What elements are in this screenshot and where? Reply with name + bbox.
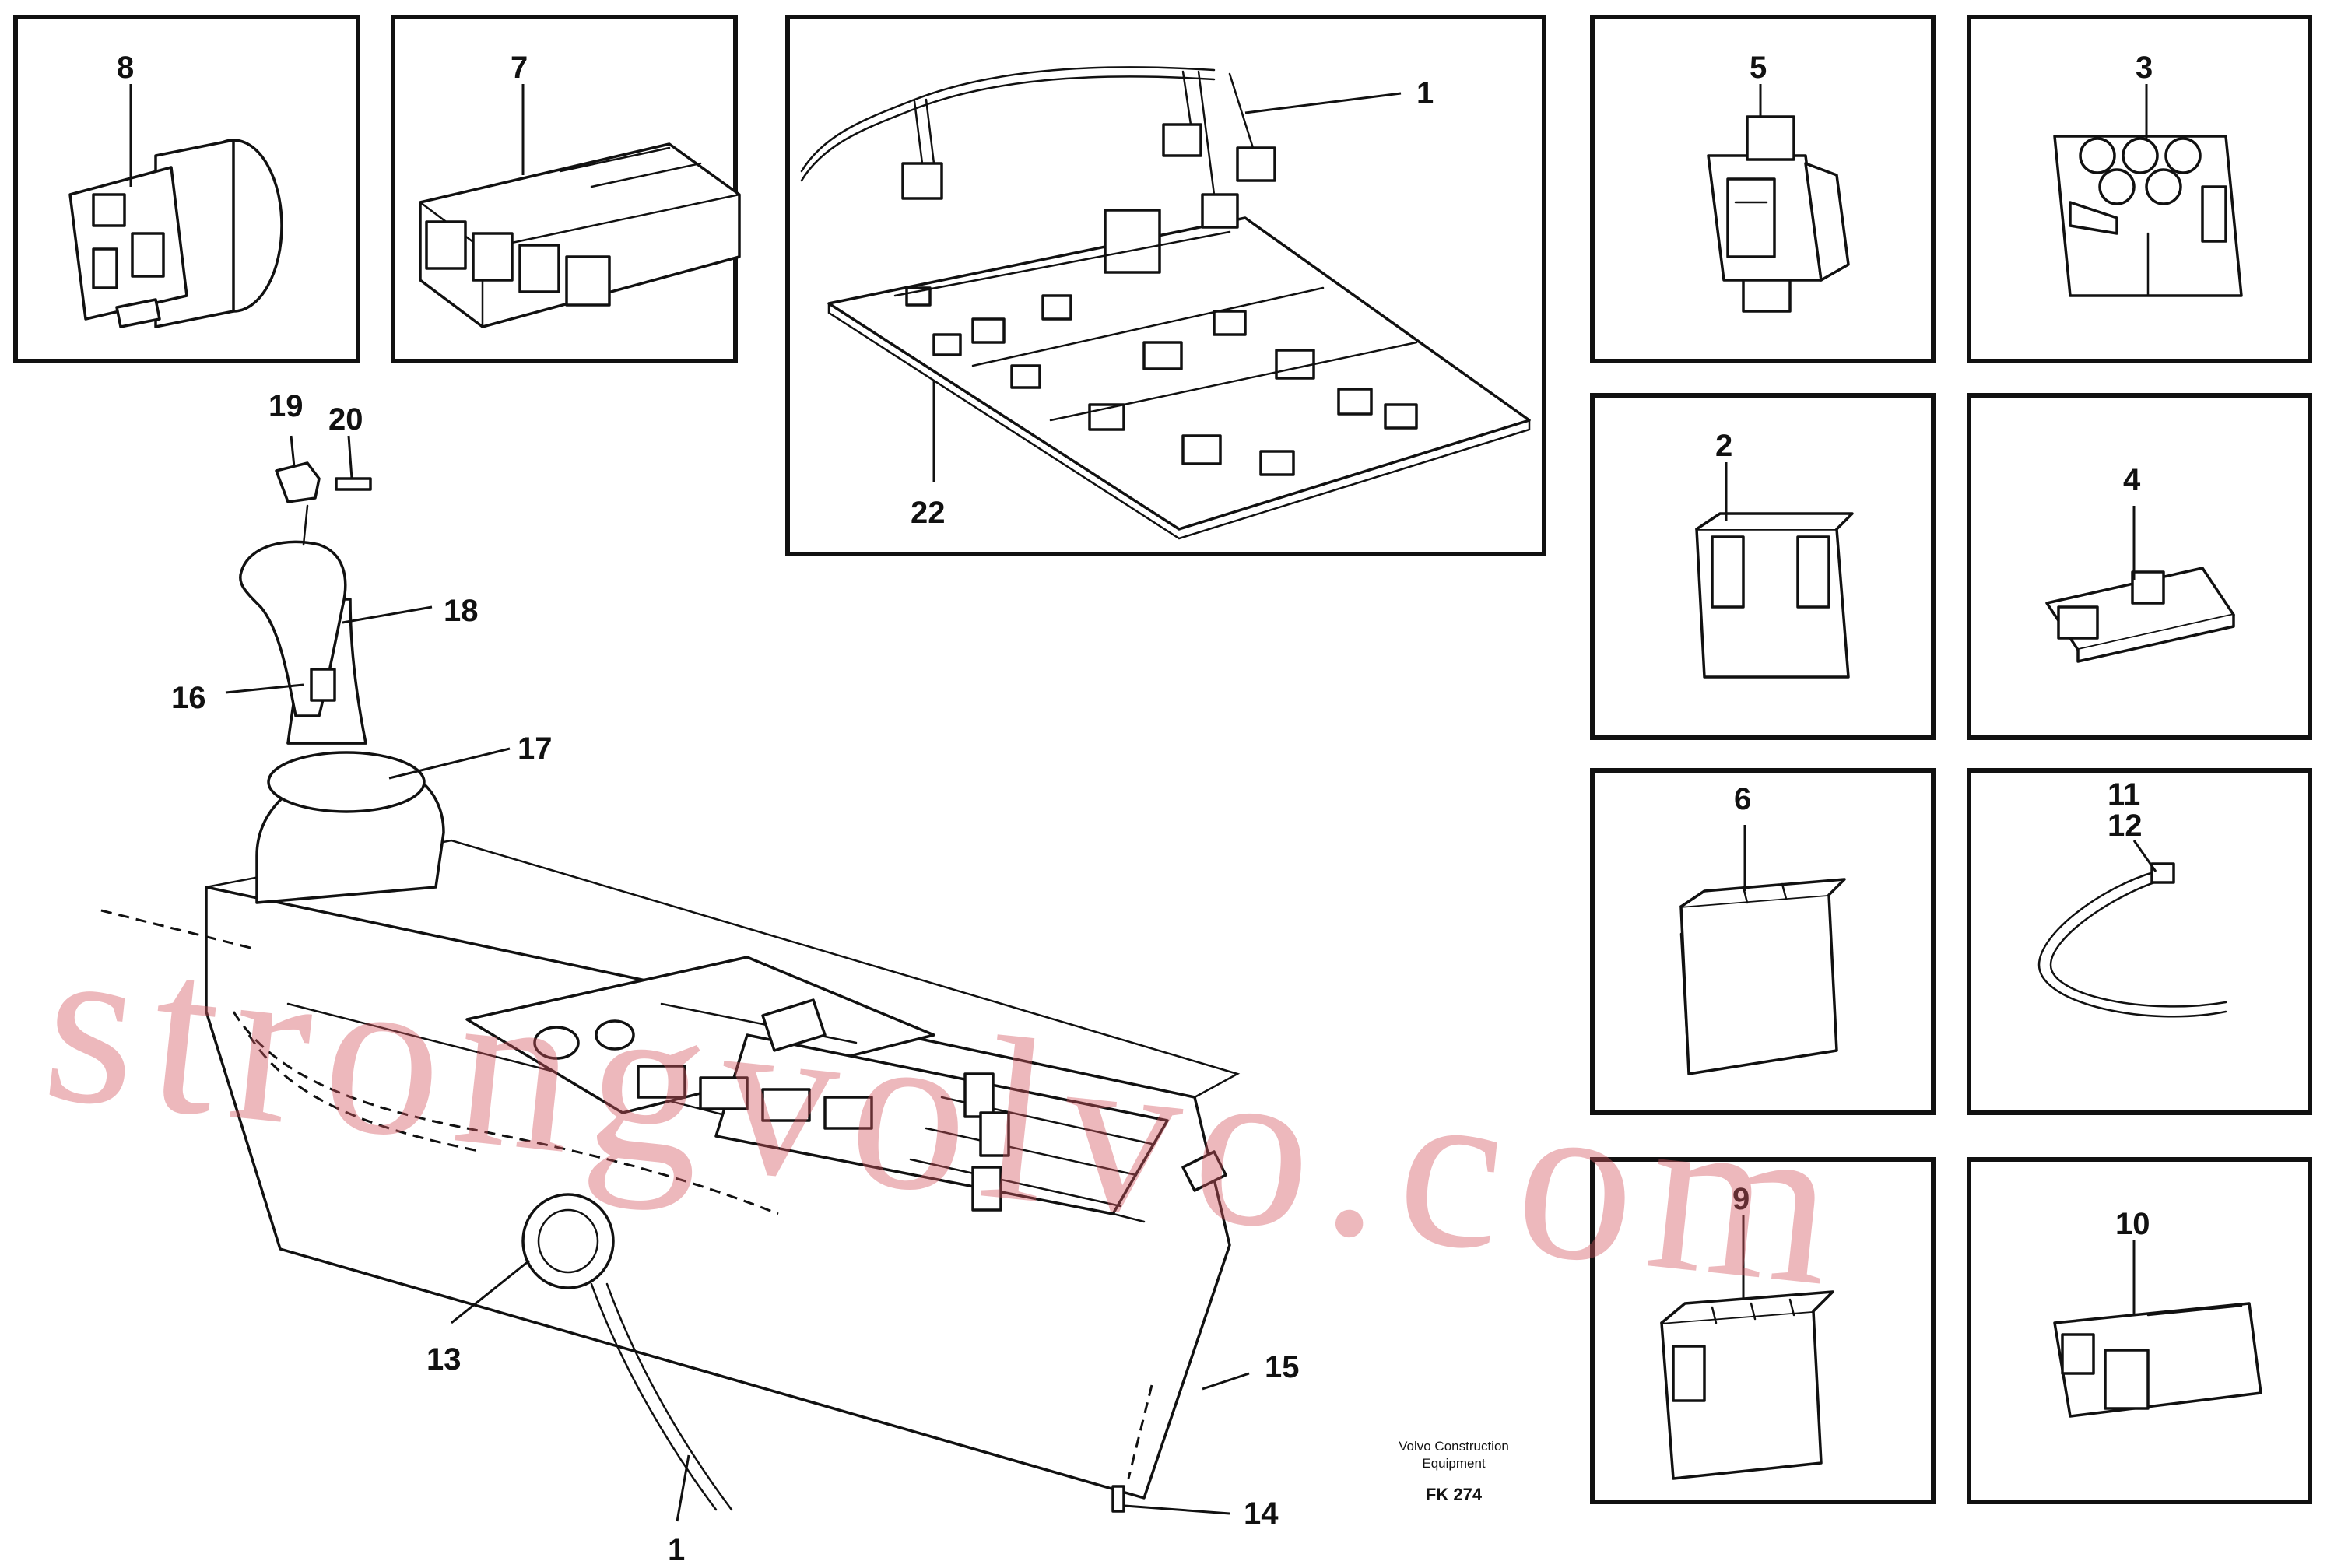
callout-9: 9	[1732, 1182, 1750, 1216]
latch-connector-illustration	[1707, 115, 1850, 313]
four-way-block-illustration	[419, 142, 741, 328]
housing-illustration-10	[2053, 1302, 2262, 1418]
figure-code: FK 274	[1426, 1485, 1483, 1504]
joystick-lever-illustration	[239, 461, 445, 904]
callout-2: 2	[1715, 429, 1732, 463]
cable-tie-illustration	[2037, 862, 2227, 1018]
inset-part-9: 9	[1590, 1157, 1936, 1504]
inset-part-5: 5	[1590, 15, 1936, 363]
relay-block-illustration	[1679, 878, 1846, 1075]
callout-8: 8	[117, 51, 134, 85]
callout-20: 20	[328, 402, 363, 437]
callout-5: 5	[1750, 51, 1767, 85]
callout-11: 11	[2108, 777, 2140, 812]
callout-10: 10	[2115, 1207, 2150, 1241]
inset-part-4: 4	[1967, 393, 2312, 740]
inset-part-6: 6	[1590, 768, 1936, 1115]
inset-part-11-12: 11 12	[1967, 768, 2312, 1115]
callout-16: 16	[171, 681, 206, 715]
callout-19: 19	[268, 389, 304, 423]
imprint-company-line1: Volvo Construction	[1399, 1439, 1509, 1454]
imprint-company-line2: Equipment	[1422, 1456, 1486, 1471]
callout-1-cable: 1	[668, 1533, 685, 1567]
main-assembly: 19 20 18 16 17 13 15 14 1	[100, 389, 1300, 1567]
callout-14: 14	[1244, 1496, 1279, 1531]
inset-part-7: 7	[391, 15, 741, 363]
callout-6: 6	[1734, 782, 1751, 816]
callout-1-harness: 1	[1416, 76, 1434, 110]
callout-12: 12	[2108, 809, 2143, 843]
inset-frame-11-12	[1967, 768, 2312, 1115]
inset-part-3: 3	[1967, 15, 2312, 363]
round-connector-illustration	[68, 139, 283, 328]
inset-part-8: 8	[13, 15, 360, 363]
callout-15: 15	[1265, 1350, 1300, 1384]
callout-18: 18	[444, 594, 479, 628]
console-housing-illustration	[100, 839, 1241, 1513]
callout-3: 3	[2136, 51, 2153, 85]
square-housing-illustration	[1695, 512, 1854, 679]
circuit-board-illustration	[800, 66, 1531, 540]
inset-circuit-board: 1 22	[785, 15, 1546, 556]
housing-illustration-9	[1660, 1290, 1834, 1480]
inset-part-2: 2	[1590, 393, 1936, 740]
multi-pin-connector-illustration	[2053, 135, 2243, 297]
small-connector-illustration	[2045, 567, 2235, 663]
publisher-imprint: Volvo Construction Equipment FK 274	[1399, 1439, 1509, 1504]
inset-frame-4	[1967, 393, 2312, 740]
callout-4: 4	[2123, 463, 2141, 497]
callout-13: 13	[426, 1342, 462, 1377]
callout-7: 7	[511, 51, 528, 85]
callout-22: 22	[911, 496, 946, 530]
inset-part-10: 10	[1967, 1157, 2312, 1504]
callout-17: 17	[518, 731, 553, 766]
